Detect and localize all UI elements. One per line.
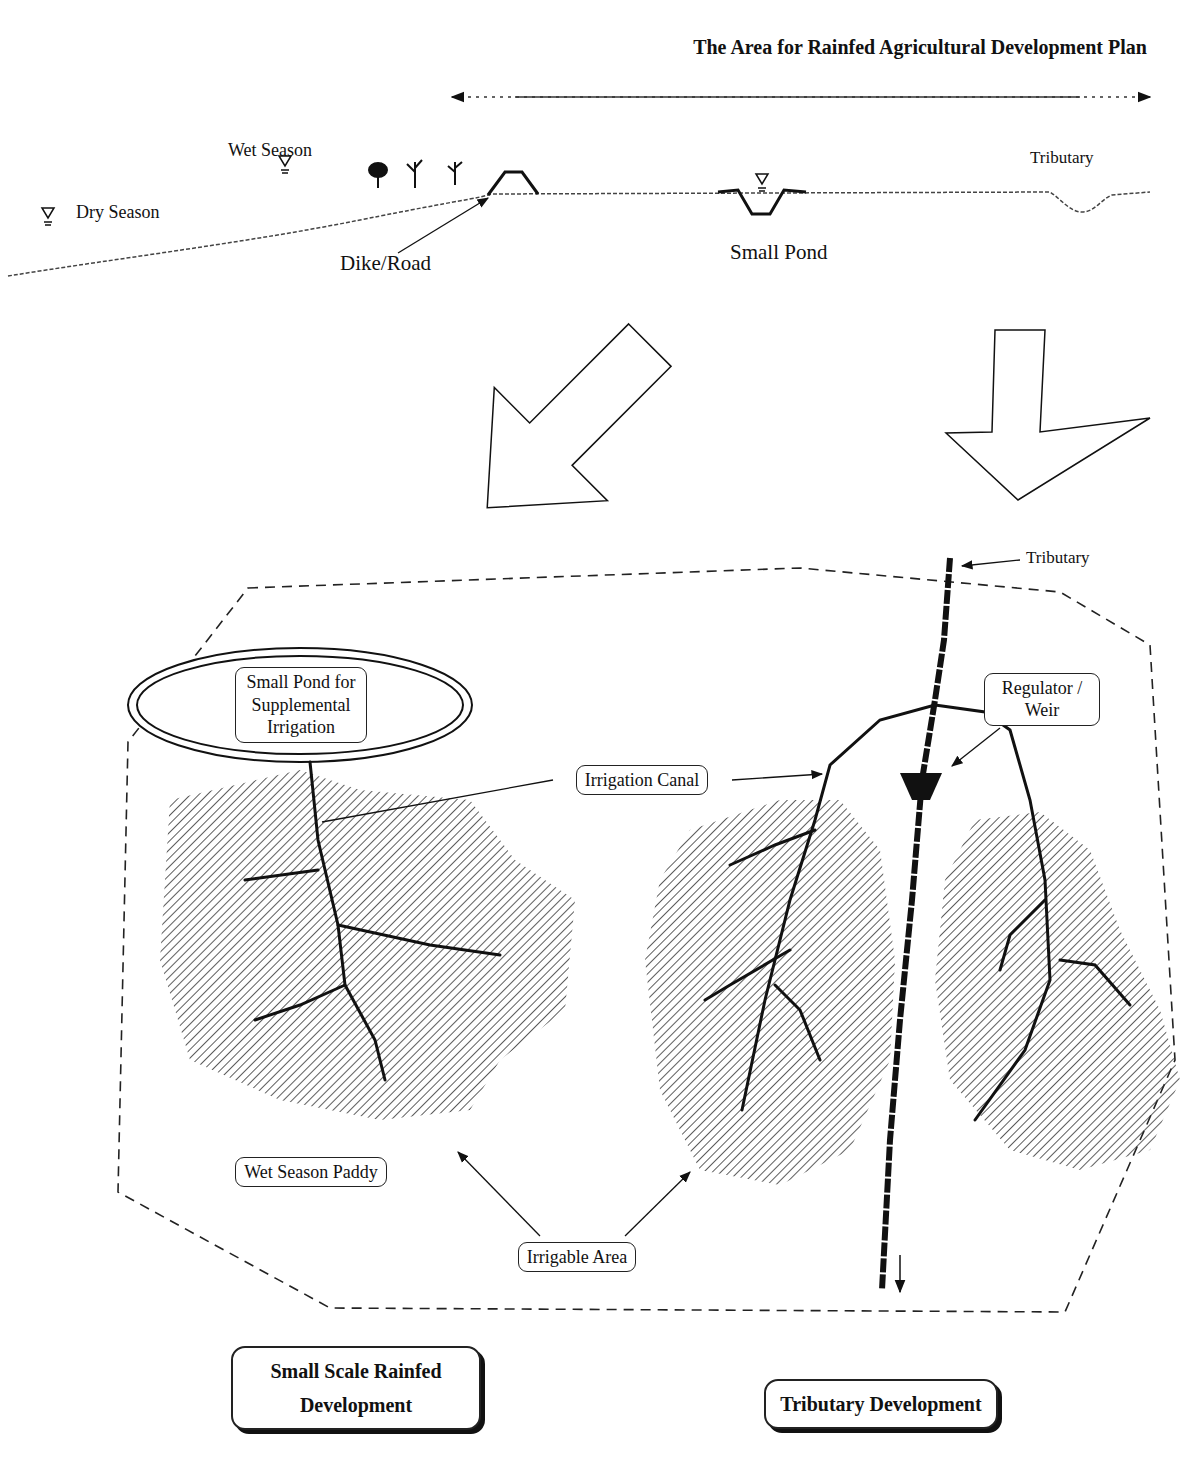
section-title-box: Small Scale Rainfed Development (231, 1346, 481, 1430)
trees (369, 160, 462, 188)
irrigable-area-middle (645, 800, 895, 1185)
pond-outer (128, 648, 472, 762)
section-title-box: Tributary Development (764, 1379, 997, 1429)
dike-section (488, 172, 538, 195)
leader-lines (322, 198, 1020, 1236)
extent-line (515, 96, 1080, 98)
text-label: Tributary (1026, 549, 1090, 568)
callout-box: Small Pond for Supplemental Irrigation (235, 667, 367, 743)
node-text: Small Scale Rainfed Development (247, 1354, 465, 1422)
callout-box: Regulator / Weir (984, 673, 1100, 726)
callout-box: Irrigable Area (518, 1242, 636, 1273)
text-label: Dike/Road (340, 252, 431, 275)
diagram-title: The Area for Rainfed Agricultural Develo… (693, 36, 1147, 59)
irrigable-area-left (160, 770, 575, 1120)
node-text: Wet Season Paddy (244, 1161, 378, 1184)
water-level-symbols (42, 156, 768, 225)
tributary-line (882, 558, 950, 1290)
node-text: Tributary Development (780, 1387, 981, 1421)
big-arrow-right (946, 330, 1150, 500)
text-label: Tributary (1030, 149, 1094, 168)
text-label: Small Pond (730, 241, 827, 264)
canals-tributary (705, 705, 1130, 1120)
pond-inner (137, 656, 463, 754)
pond-section (718, 190, 806, 214)
node-text: Regulator / Weir (993, 677, 1091, 722)
callout-box: Wet Season Paddy (235, 1157, 387, 1188)
weir-symbol (900, 773, 942, 800)
ground-profile (8, 192, 1150, 276)
node-text: Irrigation Canal (585, 769, 699, 792)
irrigable-area-right (935, 812, 1180, 1170)
big-arrow-left (431, 289, 707, 565)
callout-box: Irrigation Canal (576, 765, 708, 796)
flow-arrow (899, 1255, 901, 1292)
node-text: Small Pond for Supplemental Irrigation (244, 671, 358, 739)
text-label: Wet Season (228, 141, 312, 161)
text-label: Dry Season (76, 203, 160, 223)
node-text: Irrigable Area (527, 1246, 627, 1269)
canals-left (245, 762, 500, 1080)
extent-arrow (452, 96, 1150, 98)
